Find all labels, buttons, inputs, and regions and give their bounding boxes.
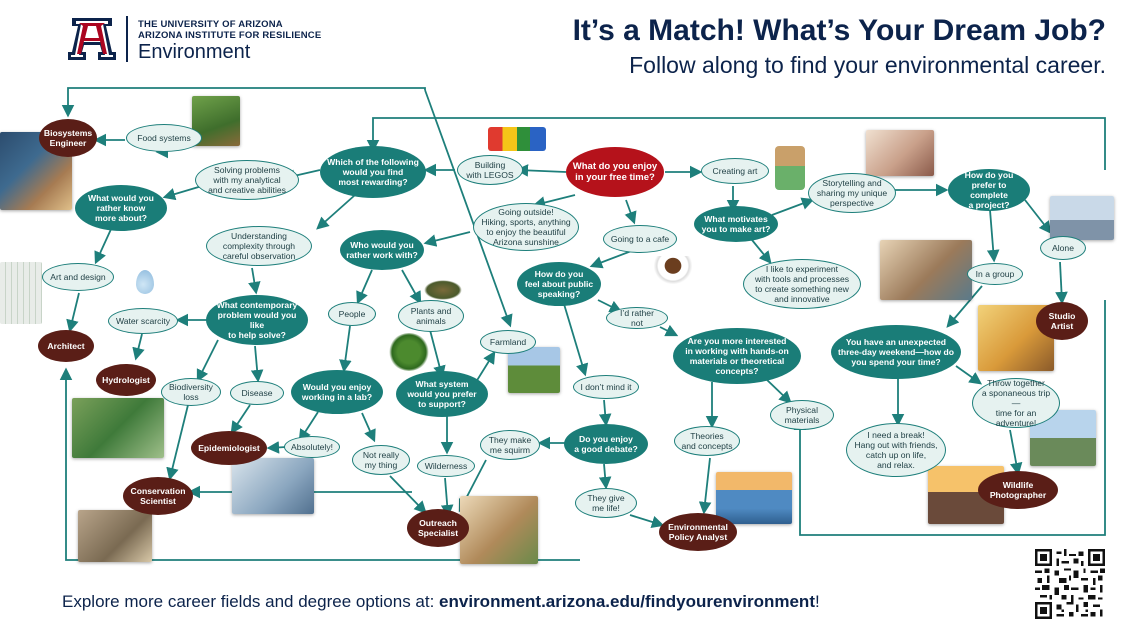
answer-rather-not: I’d rather not (606, 307, 668, 329)
paint-brushes-image (775, 146, 805, 190)
answer-alone: Alone (1040, 236, 1086, 260)
line-bottom-left (59, 367, 580, 561)
group-discussion-photo (880, 240, 972, 300)
arizona-a-icon (68, 18, 116, 60)
answer-physical-materials: Physical materials (770, 400, 834, 430)
outreach-specialist-photo (460, 496, 538, 564)
mountain-hiker-photo (1050, 196, 1114, 240)
career-conservation-scientist: Conservation Scientist (123, 477, 193, 515)
answer-farmland: Farmland (480, 330, 536, 354)
start-node: What do you enjoy in your free time? (566, 147, 664, 197)
answer-creating-art: Creating art (701, 158, 769, 184)
answer-wilderness: Wilderness (417, 455, 475, 477)
question-most-rewarding: Which of the following would you find mo… (320, 146, 426, 198)
answer-building-legos: Building with LEGOS (457, 155, 523, 185)
footer-text: Explore more career fields and degree op… (62, 592, 820, 612)
career-outreach-specialist: Outreach Specialist (407, 509, 469, 547)
line-bottom-right (793, 300, 1106, 536)
question-know-more: What would you rather know more about? (75, 185, 167, 231)
page-title: It’s a Match! What’s Your Dream Job? (572, 14, 1106, 47)
career-biosystems-engineer: Biosystems Engineer (39, 119, 97, 157)
question-system: What system would you prefer to support? (396, 371, 488, 417)
answer-plants-and-animals: Plants and animals (398, 300, 464, 332)
building-sketch-image (0, 262, 42, 324)
career-studio-artist: Studio Artist (1036, 302, 1088, 340)
field-researcher-photo (72, 398, 164, 458)
answer-understanding-complexity: Understanding complexity through careful… (206, 226, 312, 266)
question-contemporary-problem: What contemporary problem would you like… (206, 295, 308, 345)
answer-theories-and-concepts: Theories and concepts (674, 426, 740, 456)
answer-solving-problems: Solving problems with my analytical and … (195, 160, 299, 200)
water-drop-icon (136, 270, 154, 294)
answer-they-make-me-squirm: They make me squirm (480, 430, 540, 460)
footer-prefix: Explore more career fields and degree op… (62, 592, 440, 611)
footer-link[interactable]: environment.arizona.edu/findyourenvironm… (439, 592, 815, 611)
qr-code-icon[interactable] (1035, 549, 1105, 619)
answer-food-systems: Food systems (126, 124, 202, 152)
page-subtitle: Follow along to find your environmental … (629, 52, 1106, 78)
answer-water-scarcity: Water scarcity (108, 308, 178, 334)
armadillo-photo (78, 510, 152, 562)
career-architect: Architect (38, 330, 94, 362)
answer-experiment: I like to experiment with tools and proc… (743, 259, 861, 309)
knitting-photo (866, 130, 934, 176)
question-hands-on-or-theory: Are you more interested in working with … (673, 328, 801, 384)
answer-need-a-break: I need a break! Hang out with friends, c… (846, 423, 946, 477)
question-work-with: Who would you rather work with? (340, 230, 424, 270)
answer-storytelling: Storytelling and sharing my unique persp… (808, 173, 896, 213)
question-debate: Do you enjoy a good debate? (564, 424, 648, 464)
career-environmental-policy-analyst: Environmental Policy Analyst (659, 513, 737, 551)
question-complete-project: How do you prefer to complete a project? (948, 169, 1030, 211)
question-three-day-weekend: You have an unexpected three-day weekend… (831, 325, 961, 379)
line-top-loop (61, 87, 426, 118)
answer-art-and-design: Art and design (42, 263, 114, 291)
hummingbird-image (424, 280, 462, 300)
logo-university-name: THE UNIVERSITY OF ARIZONA (138, 19, 283, 30)
wind-turbines-photo (716, 472, 792, 524)
answer-going-to-a-cafe: Going to a cafe (603, 225, 677, 253)
answer-spontaneous-trip: Throw together a sponaneous trip— time f… (972, 378, 1060, 428)
footer-suffix: ! (814, 592, 820, 611)
question-lab: Would you enjoy working in a lab? (291, 370, 383, 414)
university-logo: THE UNIVERSITY OF ARIZONA ARIZONA INSTIT… (66, 14, 321, 66)
logo-unit-name: Environment (138, 41, 251, 63)
cow-photo (508, 347, 560, 393)
answer-biodiversity-loss: Biodiversity loss (161, 378, 221, 406)
logo-institute-name: ARIZONA INSTITUTE FOR RESILIENCE (138, 30, 322, 41)
coffee-cup-image (654, 256, 692, 284)
logo-divider (126, 16, 128, 62)
lego-bricks-image (488, 127, 546, 151)
career-hydrologist: Hydrologist (96, 364, 156, 396)
answer-people: People (328, 302, 376, 326)
career-wildlife-photographer: Wildlife Photographer (978, 471, 1058, 509)
answer-in-a-group: In a group (967, 263, 1023, 285)
succulent-plant-image (388, 333, 430, 371)
career-epidemiologist: Epidemiologist (191, 431, 267, 465)
question-art-motivation: What motivates you to make art? (694, 206, 778, 242)
line-outer-right (366, 117, 1106, 170)
answer-disease: Disease (230, 381, 284, 405)
answer-dont-mind-it: I don’t mind it (573, 375, 639, 399)
answer-not-really: Not really my thing (352, 445, 410, 475)
line-top-mid (424, 89, 513, 328)
question-public-speaking: How do you feel about public speaking? (517, 262, 601, 306)
answer-they-give-me-life: They give me life! (575, 488, 637, 518)
answer-going-outside: Going outside! Hiking, sports, anything … (473, 203, 579, 251)
answer-absolutely: Absolutely! (284, 436, 340, 458)
lab-scientist-photo (232, 458, 314, 514)
